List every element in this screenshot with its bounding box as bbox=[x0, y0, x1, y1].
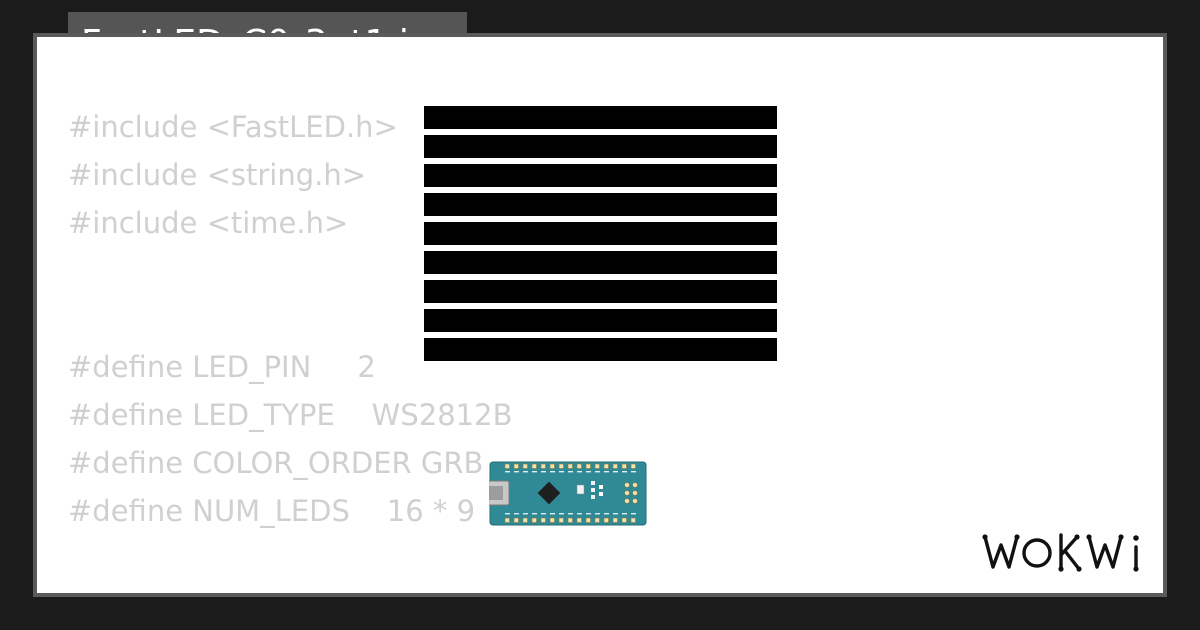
wokwi-logo bbox=[982, 533, 1139, 572]
led-matrix bbox=[424, 106, 777, 367]
header-pin bbox=[621, 517, 627, 523]
silkscreen-label bbox=[577, 513, 582, 515]
silkscreen-label bbox=[613, 471, 618, 473]
header-pin bbox=[522, 517, 528, 523]
silkscreen-label bbox=[532, 471, 537, 473]
header-pin bbox=[612, 463, 618, 469]
silkscreen-label bbox=[523, 513, 528, 515]
arduino-nano-board bbox=[489, 461, 647, 526]
header-pin bbox=[630, 517, 636, 523]
header-pin bbox=[549, 463, 555, 469]
header-pin bbox=[513, 463, 519, 469]
silkscreen-label bbox=[541, 513, 546, 515]
preview-card: #include <FastLED.h> #include <string.h>… bbox=[33, 33, 1167, 597]
led-strip-row bbox=[424, 106, 777, 129]
header-pin bbox=[540, 463, 546, 469]
silkscreen-label bbox=[514, 471, 519, 473]
silkscreen-label bbox=[595, 471, 600, 473]
silkscreen-label bbox=[568, 471, 573, 473]
silkscreen-label bbox=[604, 471, 609, 473]
silkscreen-label bbox=[541, 471, 546, 473]
header-pin bbox=[603, 463, 609, 469]
header-pin bbox=[567, 517, 573, 523]
code-line: #define LED_PIN 2 bbox=[68, 350, 376, 384]
header-pin bbox=[513, 517, 519, 523]
header-pin bbox=[531, 517, 537, 523]
silkscreen-label bbox=[505, 513, 510, 515]
header-pin bbox=[567, 463, 573, 469]
code-preview: #include <FastLED.h> #include <string.h>… bbox=[68, 103, 768, 593]
silkscreen-label bbox=[505, 471, 510, 473]
led-strip-row bbox=[424, 135, 777, 158]
silkscreen-label bbox=[559, 471, 564, 473]
code-line bbox=[68, 535, 768, 583]
led-strip-row bbox=[424, 164, 777, 187]
header-pin bbox=[558, 463, 564, 469]
header-pin bbox=[504, 463, 510, 469]
silkscreen-label bbox=[622, 471, 627, 473]
silkscreen-label bbox=[532, 513, 537, 515]
code-line: CRGB leds[NUM_LEDS]; bbox=[68, 583, 768, 593]
header-pin bbox=[594, 463, 600, 469]
code-line: #include <string.h> bbox=[68, 158, 367, 192]
code-line: #define NUM_LEDS 16 * 9 bbox=[68, 494, 476, 528]
header-pin bbox=[585, 517, 591, 523]
silkscreen-label bbox=[559, 513, 564, 515]
header-pin bbox=[585, 463, 591, 469]
header-pin bbox=[612, 517, 618, 523]
header-pin bbox=[576, 463, 582, 469]
header-pin bbox=[603, 517, 609, 523]
header-pin bbox=[576, 517, 582, 523]
silkscreen-label bbox=[631, 471, 636, 473]
silkscreen-label bbox=[568, 513, 573, 515]
header-pin bbox=[630, 463, 636, 469]
silkscreen-label bbox=[514, 513, 519, 515]
header-pin bbox=[549, 517, 555, 523]
code-line: #include <FastLED.h> bbox=[68, 110, 398, 144]
led-strip-row bbox=[424, 280, 777, 303]
led-strip-row bbox=[424, 309, 777, 332]
code-line: #define LED_TYPE WS2812B bbox=[68, 398, 513, 432]
silkscreen-label bbox=[613, 513, 618, 515]
header-pin bbox=[531, 463, 537, 469]
led-strip-row bbox=[424, 338, 777, 361]
header-pin bbox=[504, 517, 510, 523]
silkscreen-label bbox=[586, 471, 591, 473]
code-line: #include <time.h> bbox=[68, 206, 349, 240]
silkscreen-label bbox=[586, 513, 591, 515]
silkscreen-label bbox=[577, 471, 582, 473]
code-line: #define COLOR_ORDER GRB bbox=[68, 446, 484, 480]
silkscreen-label bbox=[523, 471, 528, 473]
silkscreen-label bbox=[631, 513, 636, 515]
silkscreen-label bbox=[595, 513, 600, 515]
silkscreen-label bbox=[550, 513, 555, 515]
led-strip-row bbox=[424, 222, 777, 245]
silkscreen-label bbox=[622, 513, 627, 515]
silkscreen-label bbox=[604, 513, 609, 515]
header-pin bbox=[522, 463, 528, 469]
led-strip-row bbox=[424, 251, 777, 274]
header-pin bbox=[558, 517, 564, 523]
led-strip-row bbox=[424, 193, 777, 216]
header-pin bbox=[594, 517, 600, 523]
silkscreen-label bbox=[550, 471, 555, 473]
header-pin bbox=[621, 463, 627, 469]
header-pin bbox=[540, 517, 546, 523]
